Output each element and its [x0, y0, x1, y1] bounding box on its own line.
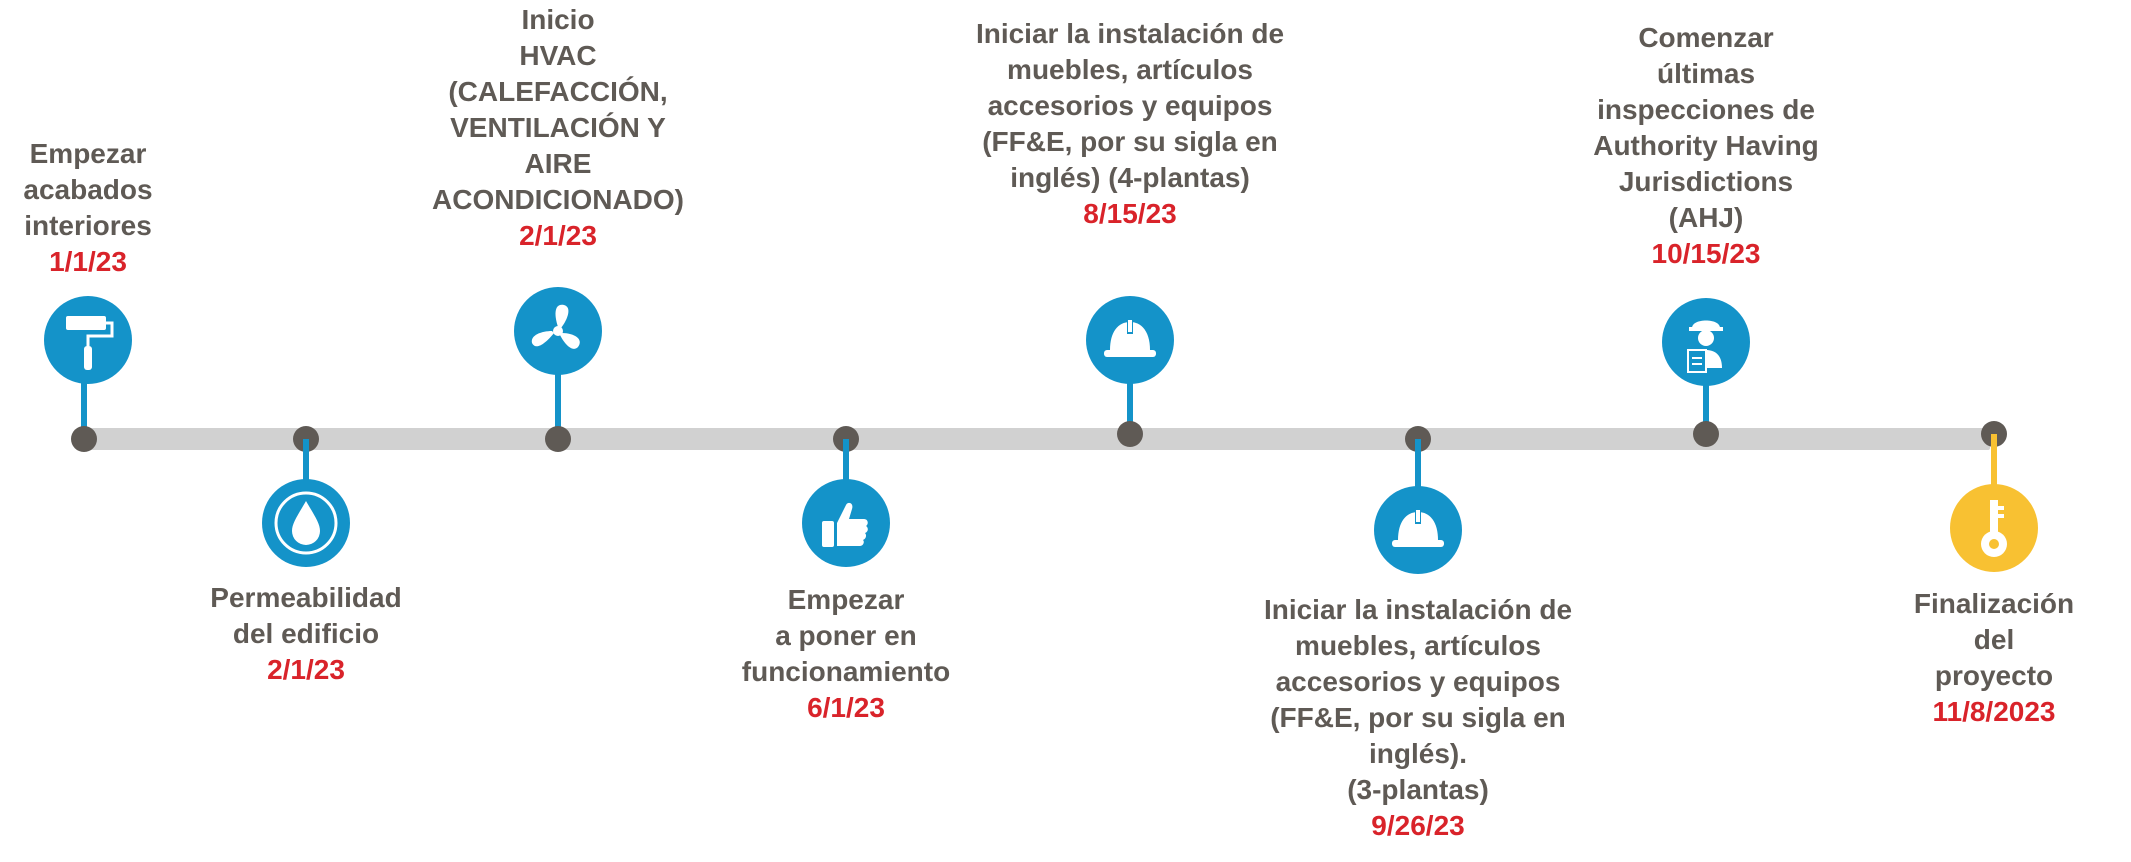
- key-icon: [1950, 484, 2038, 572]
- milestone-label: Empezar a poner en funcionamiento 6/1/23: [742, 582, 950, 726]
- milestone-title: Permeabilidad del edificio: [210, 582, 402, 649]
- milestone-title: Inicio HVAC (CALEFACCIÓN, VENTILACIÓN Y …: [432, 4, 684, 215]
- connector-stem: [1415, 439, 1421, 509]
- connector-stem: [1991, 434, 1997, 509]
- milestone-title: Iniciar la instalación de muebles, artíc…: [975, 18, 1285, 193]
- timeline-dot: [71, 426, 97, 452]
- milestone-date: 1/1/23: [49, 246, 127, 277]
- connector-stem: [1127, 356, 1133, 434]
- milestone-date: 2/1/23: [267, 654, 345, 685]
- milestone-title: Comenzar últimas inspecciones de Authori…: [1593, 22, 1819, 233]
- inspector-clipboard-icon: [1662, 298, 1750, 386]
- milestone-title: Iniciar la instalación de muebles, artíc…: [1263, 594, 1573, 805]
- milestone-label: Finalización del proyecto 11/8/2023: [1914, 586, 2074, 730]
- milestone-title: Empezar acabados interiores: [23, 138, 153, 241]
- hard-hat-icon: [1374, 486, 1462, 574]
- thumbs-up-icon: [802, 479, 890, 567]
- milestone-date: 10/15/23: [1651, 238, 1761, 269]
- milestone-label: Permeabilidad del edificio 2/1/23: [210, 580, 401, 688]
- milestone-title: Empezar a poner en funcionamiento: [741, 584, 951, 687]
- milestone-label: Empezar acabados interiores 1/1/23: [23, 136, 152, 280]
- milestone-label: Iniciar la instalación de muebles, artíc…: [1264, 592, 1572, 844]
- timeline-dot: [1117, 421, 1143, 447]
- hard-hat-icon: [1086, 296, 1174, 384]
- milestone-label: Inicio HVAC (CALEFACCIÓN, VENTILACIÓN Y …: [432, 2, 684, 254]
- milestone-date: 6/1/23: [807, 692, 885, 723]
- milestone-date: 8/15/23: [1083, 198, 1177, 229]
- connector-stem: [81, 356, 87, 439]
- timeline-dot: [545, 426, 571, 452]
- water-drop-icon: [262, 479, 350, 567]
- connector-stem: [1703, 362, 1709, 434]
- milestone-date: 11/8/2023: [1932, 696, 2056, 727]
- paint-roller-icon: [44, 296, 132, 384]
- milestone-label: Iniciar la instalación de muebles, artíc…: [976, 16, 1284, 232]
- milestone-date: 2/1/23: [519, 220, 597, 251]
- milestone-date: 9/26/23: [1371, 810, 1465, 841]
- timeline-dot: [1693, 421, 1719, 447]
- milestone-title: Finalización del proyecto: [1913, 588, 2075, 691]
- fan-icon: [514, 287, 602, 375]
- connector-stem: [555, 350, 561, 439]
- milestone-label: Comenzar últimas inspecciones de Authori…: [1593, 20, 1819, 272]
